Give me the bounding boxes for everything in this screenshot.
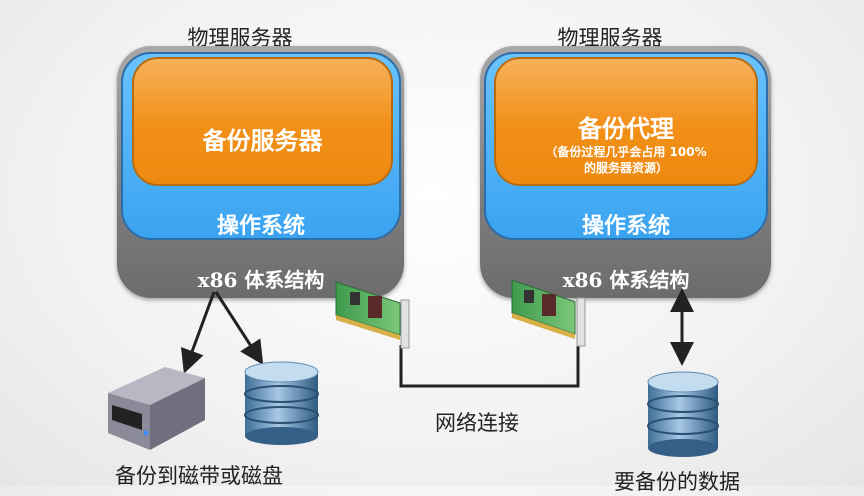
left-app-title: 备份服务器: [202, 127, 323, 155]
arrow-to-disk: [214, 291, 264, 366]
right-app-note-line2: 的服务器资源）: [583, 161, 668, 175]
right-app-title: 备份代理: [578, 115, 674, 143]
left-arch-label: x86 体系结构: [197, 268, 325, 292]
right-app-note-line1: （备份过程几乎会占用 100%: [545, 145, 707, 159]
backup-target-label: 备份到磁带或磁盘: [115, 464, 283, 488]
right-backup-agent-app: 备份代理 （备份过程几乎会占用 100% 的服务器资源）: [494, 57, 758, 186]
disk-storage-icon: [244, 361, 319, 445]
right-nic-icon: [511, 279, 586, 347]
left-nic-icon: [335, 281, 410, 349]
data-to-backup-label: 要备份的数据: [614, 470, 740, 494]
network-cable: [399, 345, 580, 388]
left-backup-server-app: 备份服务器: [132, 57, 393, 186]
right-arch-label: x86 体系结构: [562, 268, 690, 292]
connections-layer: [108, 279, 719, 457]
arrow-to-tape: [180, 291, 216, 374]
tape-drive-icon: [108, 367, 205, 450]
network-connection-label: 网络连接: [435, 411, 519, 435]
left-os-label: 操作系统: [216, 214, 305, 239]
right-os-label: 操作系统: [581, 214, 670, 239]
data-disk-icon: [647, 371, 719, 457]
